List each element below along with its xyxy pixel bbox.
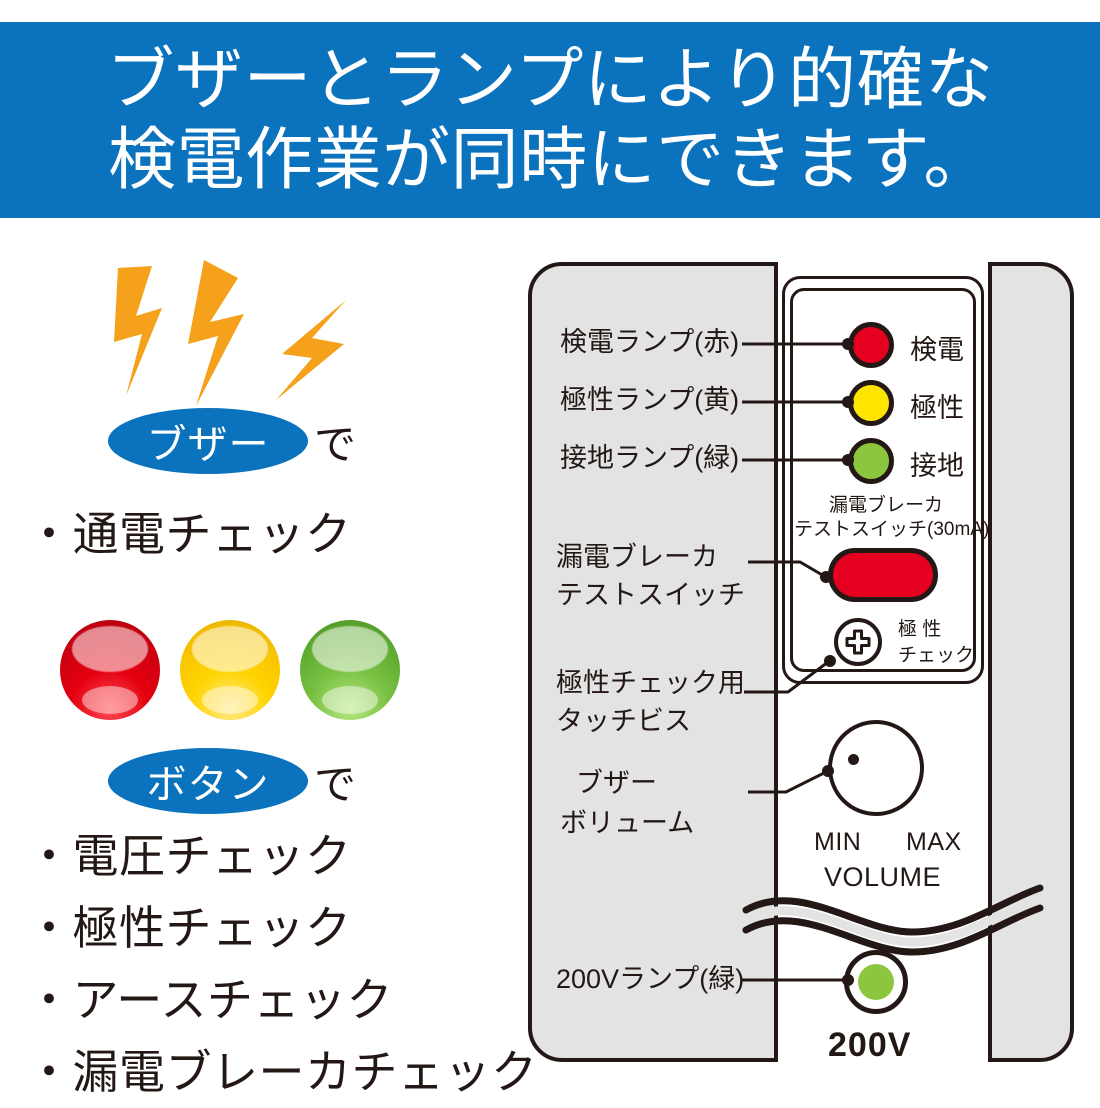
bolt-left-shape <box>114 266 162 396</box>
red-lamp-highlight-top <box>72 626 148 672</box>
button-badge: ボタン <box>108 748 308 814</box>
callout-lamp-200v: 200Vランプ(緑) <box>556 964 745 994</box>
leak-breaker-test-switch[interactable] <box>828 548 938 602</box>
callout-volume-line1: ブザー <box>576 768 657 798</box>
polarity-check-label-line1: 極 性 <box>898 619 942 640</box>
volume-title-label: VOLUME <box>824 862 942 892</box>
green-lamp-sphere <box>300 620 400 720</box>
button-badge-suffix: で <box>314 760 357 808</box>
yellow-lamp-highlight-bottom <box>202 686 258 714</box>
polarity-lamp <box>848 380 894 426</box>
red-lamp-highlight-bottom <box>82 686 138 714</box>
polarity-check-label-line2: チェック <box>898 645 975 666</box>
volume-max-label: MAX <box>906 828 962 856</box>
header-banner: ブザーとランプにより的確な 検電作業が同時にできます。 <box>0 22 1100 218</box>
lamp-spheres-group <box>60 620 400 730</box>
lamp-200v-face-label: 200V <box>828 1026 912 1064</box>
polarity-lamp-label: 極性 <box>910 393 964 423</box>
yellow-lamp-sphere <box>180 620 280 720</box>
callout-touch-screw-line2: タッチビス <box>556 706 691 736</box>
indicator-bezel-inner <box>790 288 976 672</box>
callout-test-switch-line1: 漏電ブレーカ <box>556 542 718 572</box>
bolt-center-shape <box>188 260 244 406</box>
voltage-detect-lamp <box>848 322 894 368</box>
button-badge-row: ボタン で <box>108 748 356 814</box>
banner-line-1: ブザーとランプにより的確な <box>106 41 994 118</box>
callout-touch-screw-line1: 極性チェック用 <box>556 668 745 698</box>
bolt-right-shape <box>276 300 346 400</box>
left-feature-column: ブザー で ・通電チェック ボタン で ・電圧チェック <box>0 240 537 1100</box>
lamp-200v <box>844 950 908 1014</box>
button-bullet-1: ・極性チェック <box>26 902 352 954</box>
polarity-check-touch-screw[interactable] <box>834 618 882 666</box>
callout-polarity-lamp: 極性ランプ(黄) <box>560 385 740 415</box>
callout-ground-lamp: 接地ランプ(緑) <box>560 443 740 473</box>
yellow-lamp-highlight-top <box>192 626 268 672</box>
buzzer-badge: ブザー <box>108 408 308 474</box>
lamp-200v-core <box>858 964 894 1000</box>
volume-min-label: MIN <box>814 828 862 856</box>
test-switch-face-caption-line2: テストスイッチ(30mA) <box>794 519 990 540</box>
banner-line-2: 検電作業が同時にできます。 <box>108 122 992 198</box>
button-bullet-0: ・電圧チェック <box>26 830 352 882</box>
volume-knob-indicator-dot <box>848 754 859 765</box>
indicator-bezel-outer <box>782 276 984 684</box>
callout-voltage-detect-lamp: 検電ランプ(赤) <box>560 327 740 357</box>
buzzer-badge-row: ブザー で <box>108 408 356 474</box>
green-lamp-highlight-top <box>312 626 388 672</box>
red-lamp-sphere <box>60 620 160 720</box>
buzzer-badge-suffix: で <box>314 420 357 468</box>
buzzer-volume-knob[interactable] <box>828 720 924 816</box>
button-bullet-3: ・漏電ブレーカチェック <box>26 1046 538 1098</box>
buzzer-bullet-0: ・通電チェック <box>26 508 352 560</box>
lightning-bolts-icon <box>100 260 360 410</box>
green-lamp-highlight-bottom <box>322 686 378 714</box>
voltage-detect-lamp-label: 検電 <box>910 335 964 365</box>
test-switch-face-caption-line1: 漏電ブレーカ <box>828 495 943 516</box>
button-bullet-list: ・電圧チェック ・極性チェック ・アースチェック ・漏電ブレーカチェック <box>26 820 538 1108</box>
button-bullet-2: ・アースチェック <box>26 974 393 1026</box>
ground-lamp-label: 接地 <box>910 451 964 481</box>
device-panel-illustration: 検電 極性 接地 漏電ブレーカ テストスイッチ(30mA) 極 性 チェック M… <box>528 262 1074 1064</box>
screw-cross-icon <box>845 629 871 655</box>
ground-lamp <box>848 438 894 484</box>
callout-test-switch-line2: テストスイッチ <box>556 580 745 610</box>
callout-volume-line2: ボリューム <box>560 808 695 838</box>
